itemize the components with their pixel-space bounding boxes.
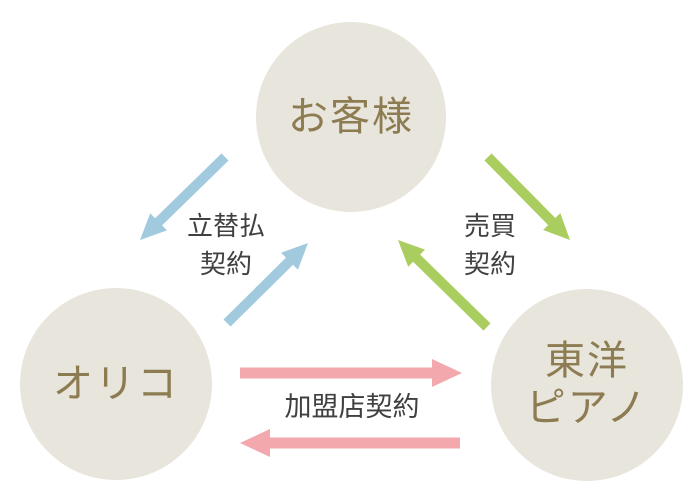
edge-label-sales-line2: 契約 xyxy=(463,250,516,280)
arrow-orico-to-customer xyxy=(223,243,308,327)
edge-label-advance-payment-line2: 契約 xyxy=(199,250,252,280)
arrow-orico-to-toyo xyxy=(240,359,462,387)
arrow-toyo-to-customer xyxy=(398,240,491,331)
node-toyo-piano-label-line1: 東洋 xyxy=(545,338,629,384)
edge-label-member-store-line: 加盟店契約 xyxy=(284,392,420,423)
arrow-toyo-to-orico xyxy=(240,429,460,457)
edge-label-sales-contract: 売買 契約 xyxy=(410,208,570,284)
node-orico-label: オリコ xyxy=(53,360,179,407)
node-toyo-piano: 東洋 ピアノ xyxy=(491,289,683,481)
arrow-customer-to-toyo xyxy=(484,153,570,240)
node-toyo-piano-label-line2: ピアノ xyxy=(525,385,649,431)
edge-label-advance-payment-contract: 立替払 契約 xyxy=(146,208,306,284)
arrow-customer-to-orico xyxy=(140,153,229,240)
edge-label-advance-payment-line1: 立替払 xyxy=(186,212,265,242)
node-orico: オリコ xyxy=(20,288,212,480)
edge-label-member-store-contract: 加盟店契約 xyxy=(252,394,452,422)
node-customer: お客様 xyxy=(256,22,446,212)
edge-label-sales-line1: 売買 xyxy=(463,212,516,242)
node-customer-label: お客様 xyxy=(288,93,414,140)
